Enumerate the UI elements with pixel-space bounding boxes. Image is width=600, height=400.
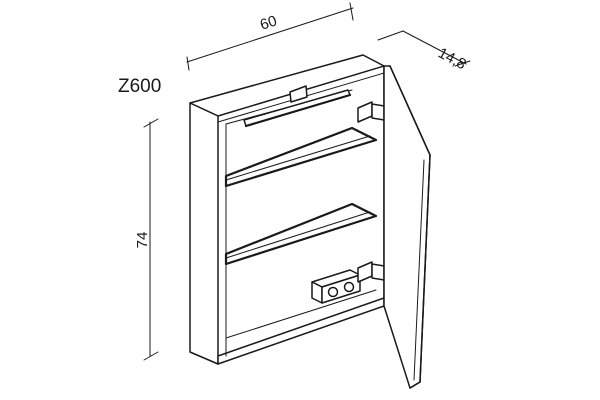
depth-extension-top bbox=[377, 30, 404, 41]
socket-box bbox=[311, 269, 361, 304]
light-fixture bbox=[243, 85, 352, 128]
height-extension-top bbox=[143, 118, 159, 128]
hinge-top bbox=[357, 101, 385, 123]
width-dimension-line bbox=[186, 7, 354, 63]
width-extension-right bbox=[349, 2, 354, 21]
depth-extension-bottom bbox=[454, 60, 471, 67]
shelf-lower-inner-line bbox=[225, 211, 371, 259]
door-outer-edge bbox=[419, 154, 431, 383]
height-extension-bottom bbox=[143, 351, 159, 361]
hinge-top-arm bbox=[371, 103, 385, 121]
model-label: Z600 bbox=[118, 76, 161, 97]
door-top-edge bbox=[389, 65, 431, 156]
door-bottom-corner bbox=[409, 381, 421, 389]
light-mount bbox=[289, 85, 308, 103]
width-extension-left bbox=[186, 56, 190, 71]
shelf-upper-inner-line bbox=[225, 135, 371, 181]
hinge-bottom-plate bbox=[357, 261, 373, 283]
light-bar-edge bbox=[244, 93, 352, 128]
hinge-bottom-arm bbox=[371, 263, 385, 281]
depth-dimension-line bbox=[402, 30, 467, 65]
shelf-upper bbox=[224, 126, 378, 188]
door-panel bbox=[383, 65, 431, 389]
hinge-bottom bbox=[357, 261, 385, 283]
cabinet-left-side bbox=[189, 102, 219, 365]
cabinet-door bbox=[383, 65, 431, 389]
depth-dimension: 14,8 bbox=[377, 30, 471, 74]
socket-outlet-left-icon bbox=[327, 286, 339, 298]
bottom-inner-edge bbox=[225, 289, 377, 339]
height-dimension: 74 bbox=[134, 118, 159, 361]
door-inner-edge bbox=[413, 159, 425, 381]
depth-dimension-label: 14,8 bbox=[435, 45, 469, 74]
socket-outlet-right-icon bbox=[343, 281, 355, 293]
width-dimension-label: 60 bbox=[258, 12, 279, 33]
height-dimension-label: 74 bbox=[134, 232, 151, 249]
width-dimension: 60 bbox=[186, 2, 354, 71]
hinge-top-plate bbox=[357, 101, 373, 123]
shelf-lower bbox=[224, 202, 378, 266]
cabinet-bottom-panel bbox=[217, 297, 385, 365]
